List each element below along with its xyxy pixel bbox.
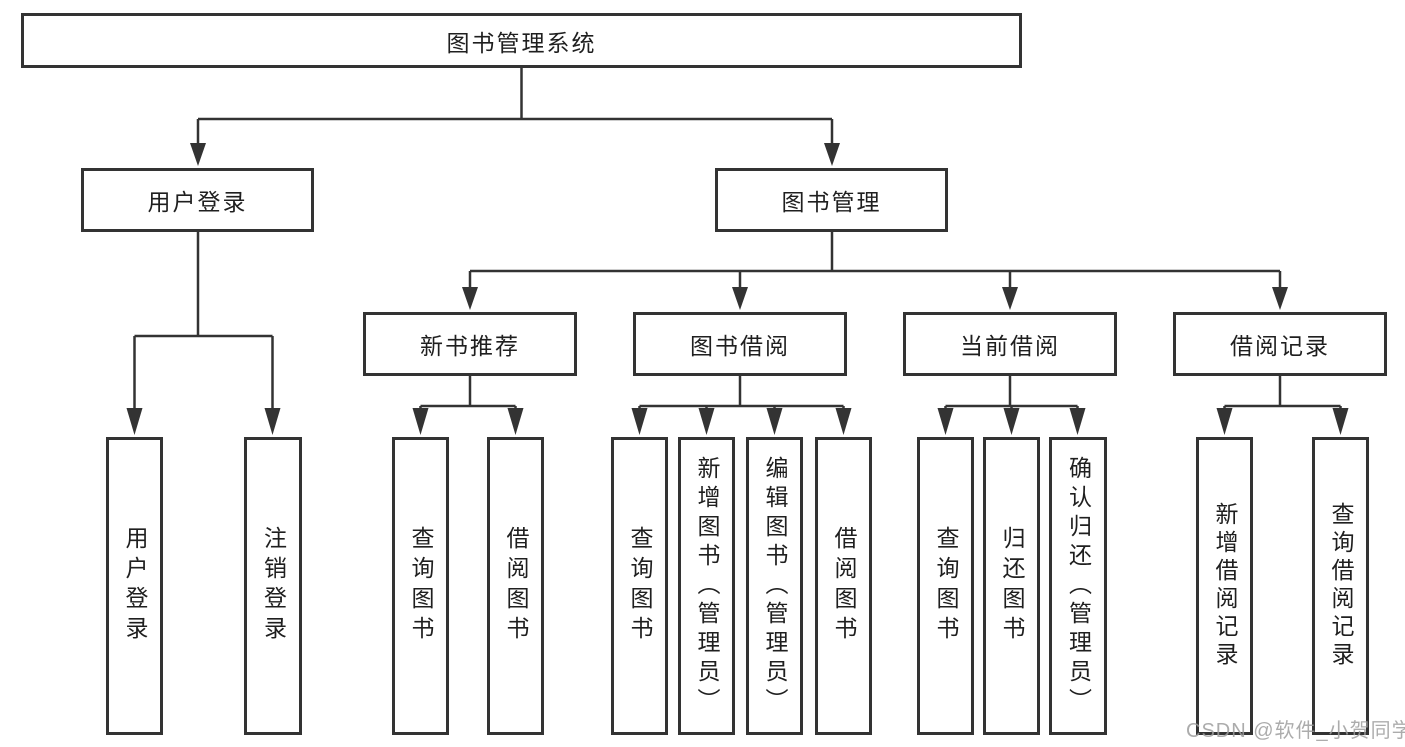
leaf-user-login: 用户登录 [106, 437, 163, 735]
leaf-confirm-return-admin: 确认归还（管理员） [1049, 437, 1107, 735]
node-book-management: 图书管理 [715, 168, 948, 232]
csdn-watermark: CSDN @软件_小贺同学 [1186, 720, 1405, 742]
node-user-login: 用户登录 [81, 168, 314, 232]
node-current-borrow: 当前借阅 [903, 312, 1117, 376]
leaf-borrow-books-borrow: 借阅图书 [815, 437, 872, 735]
leaf-query-books-current: 查询图书 [917, 437, 974, 735]
leaf-edit-book-admin: 编辑图书（管理员） [746, 437, 803, 735]
leaf-add-borrow-record: 新增借阅记录 [1196, 437, 1253, 735]
leaf-query-books-borrow: 查询图书 [611, 437, 668, 735]
leaf-return-books: 归还图书 [983, 437, 1040, 735]
leaf-query-borrow-record: 查询借阅记录 [1312, 437, 1369, 735]
leaf-query-books-recommend: 查询图书 [392, 437, 449, 735]
node-new-book-recommend: 新书推荐 [363, 312, 577, 376]
node-root-library-system: 图书管理系统 [21, 13, 1022, 68]
leaf-borrow-books-recommend: 借阅图书 [487, 437, 544, 735]
node-book-borrow: 图书借阅 [633, 312, 847, 376]
node-borrow-records: 借阅记录 [1173, 312, 1387, 376]
leaf-add-book-admin: 新增图书（管理员） [678, 437, 735, 735]
leaf-logout: 注销登录 [244, 437, 302, 735]
